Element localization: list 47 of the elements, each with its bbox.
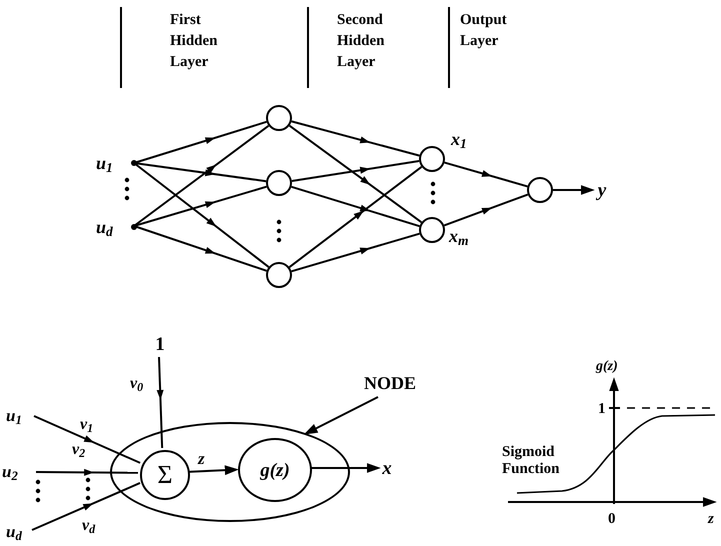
edge-label: v$_{1}$ bbox=[80, 417, 94, 433]
input-label: u$_{1}$ bbox=[96, 150, 136, 176]
arrow bbox=[553, 185, 595, 195]
axis-label: z bbox=[708, 510, 714, 529]
output-label: x bbox=[380, 456, 394, 480]
layer-heading: First Hidden Layer bbox=[170, 11, 219, 72]
input-label: u$_{2}$ bbox=[2, 459, 32, 483]
tick-label: 0 bbox=[608, 510, 616, 529]
arrow bbox=[304, 396, 378, 435]
arrow bbox=[291, 232, 420, 272]
neuron-label: x$_{m}$ bbox=[449, 227, 469, 245]
arrow bbox=[444, 194, 528, 226]
arrow bbox=[288, 124, 422, 224]
arrow bbox=[310, 463, 381, 473]
arrow bbox=[188, 465, 239, 476]
neuron-label: x$_{1}$ bbox=[451, 130, 467, 148]
arrow bbox=[291, 186, 420, 228]
tick-label: 1 bbox=[598, 400, 606, 419]
arrow bbox=[291, 120, 420, 157]
node-label: NODE bbox=[354, 371, 426, 395]
arrow bbox=[133, 124, 270, 227]
input-label: u$_{d}$ bbox=[96, 213, 136, 241]
activation-circle: g(z) bbox=[238, 438, 312, 502]
edge-label: v$_{0}$ bbox=[130, 376, 144, 392]
input-label: u$_{1}$ bbox=[6, 403, 34, 427]
arrow bbox=[444, 162, 528, 188]
arrow bbox=[133, 162, 270, 268]
layer-heading: Output Layer bbox=[460, 11, 508, 51]
bias-label: 1 bbox=[152, 332, 168, 356]
edge-label: v$_{2}$ bbox=[72, 442, 86, 458]
edge-label: z bbox=[198, 450, 205, 467]
arrow bbox=[134, 120, 267, 164]
input-label: u$_{d}$ bbox=[6, 518, 34, 544]
arrow bbox=[288, 166, 422, 268]
arrow bbox=[134, 186, 267, 227]
layer-heading: Second Hidden Layer bbox=[337, 11, 386, 72]
output-label: y bbox=[594, 178, 610, 202]
edge-label: v$_{d}$ bbox=[82, 518, 96, 534]
node-ellipse bbox=[110, 422, 350, 522]
arrow bbox=[292, 160, 420, 182]
arrow bbox=[36, 468, 138, 476]
arrow bbox=[32, 482, 140, 531]
summation-circle: Σ bbox=[140, 450, 190, 500]
axis-label: g(z) bbox=[596, 358, 618, 376]
curve-label: Sigmoid Function bbox=[502, 444, 561, 478]
arrow bbox=[156, 356, 164, 448]
arrow bbox=[34, 415, 141, 464]
